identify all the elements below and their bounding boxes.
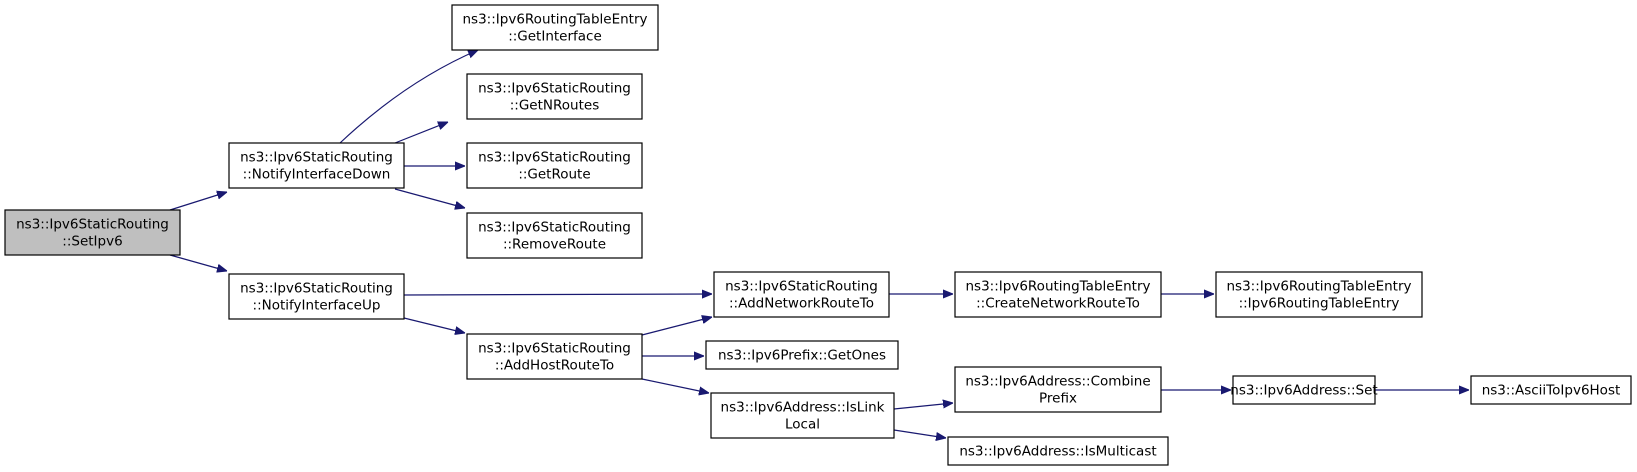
edge-setipv6-to-up: [169, 254, 227, 271]
node-remove-route-label-line-1: ns3::Ipv6StaticRouting: [478, 220, 631, 236]
node-notify-interface-down-label-line-1: ns3::Ipv6StaticRouting: [240, 150, 393, 166]
edge-up-to-host: [403, 317, 465, 333]
node-add-host-route-to-label-line-1: ns3::Ipv6StaticRouting: [478, 341, 631, 357]
node-notify-interface-down[interactable]: ns3::Ipv6StaticRouting::NotifyInterfaceD…: [228, 142, 405, 189]
edge-host-to-islink: [641, 378, 709, 393]
node-combine-prefix-label-line-1: ns3::Ipv6Address::Combine: [965, 374, 1150, 390]
node-is-multicast-label-line-1: ns3::Ipv6Address::IsMulticast: [959, 444, 1156, 460]
node-set-ipv6-label-line-1: ns3::Ipv6StaticRouting: [16, 217, 169, 233]
node-get-ones-label-line-1: ns3::Ipv6Prefix::GetOnes: [718, 348, 886, 364]
node-set-ipv6-box: [4, 209, 181, 256]
node-create-network-route-to[interactable]: ns3::Ipv6RoutingTableEntry::CreateNetwor…: [954, 271, 1162, 318]
node-set-ipv6-label-line-2: ::SetIpv6: [62, 234, 122, 250]
node-get-n-routes[interactable]: ns3::Ipv6StaticRouting::GetNRoutes: [466, 73, 643, 120]
node-create-network-route-to-box: [954, 271, 1162, 318]
edge-islink-to-comb: [893, 403, 953, 410]
node-routing-table-entry-ctor-box: [1215, 271, 1423, 318]
node-ascii-to-ipv6-host-label-line-1: ns3::AsciiToIpv6Host: [1482, 383, 1621, 399]
edge-setipv6-to-down: [169, 192, 227, 211]
node-remove-route-label-line-2: ::RemoveRoute: [503, 237, 606, 253]
node-notify-interface-up-box: [228, 273, 405, 320]
edge-down-to-getn: [394, 121, 448, 144]
node-combine-prefix-box: [954, 366, 1162, 413]
edge-host-to-net: [641, 317, 712, 336]
node-add-network-route-to-box: [713, 271, 890, 318]
node-notify-interface-down-box: [228, 142, 405, 189]
edge-up-to-net: [403, 294, 712, 295]
node-routing-table-entry-ctor-label-line-1: ns3::Ipv6RoutingTableEntry: [1227, 279, 1412, 295]
node-remove-route[interactable]: ns3::Ipv6StaticRouting::RemoveRoute: [466, 212, 643, 259]
node-get-interface[interactable]: ns3::Ipv6RoutingTableEntry::GetInterface: [451, 4, 659, 51]
node-is-link-local-label-line-1: ns3::Ipv6Address::IsLink: [721, 400, 885, 416]
node-get-route-label-line-2: ::GetRoute: [518, 167, 590, 183]
node-address-set[interactable]: ns3::Ipv6Address::Set: [1230, 375, 1378, 405]
node-is-link-local-label-line-2: Local: [785, 417, 820, 433]
node-notify-interface-up-label-line-1: ns3::Ipv6StaticRouting: [240, 281, 393, 297]
edge-down-to-getif: [339, 49, 478, 144]
node-routing-table-entry-ctor[interactable]: ns3::Ipv6RoutingTableEntry::Ipv6RoutingT…: [1215, 271, 1423, 318]
nodes-layer: ns3::Ipv6StaticRouting::SetIpv6ns3::Ipv6…: [4, 4, 1632, 466]
node-ascii-to-ipv6-host[interactable]: ns3::AsciiToIpv6Host: [1470, 375, 1632, 405]
node-notify-interface-down-label-line-2: ::NotifyInterfaceDown: [243, 167, 391, 183]
node-add-host-route-to-label-line-2: ::AddHostRouteTo: [495, 358, 614, 374]
node-get-ones-box: [705, 340, 899, 370]
node-is-multicast[interactable]: ns3::Ipv6Address::IsMulticast: [947, 436, 1169, 466]
node-combine-prefix-label-line-2: Prefix: [1039, 391, 1077, 407]
node-get-interface-label-line-2: ::GetInterface: [508, 29, 602, 45]
node-ascii-to-ipv6-host-box: [1470, 375, 1632, 405]
node-set-ipv6[interactable]: ns3::Ipv6StaticRouting::SetIpv6: [4, 209, 181, 256]
node-add-host-route-to[interactable]: ns3::Ipv6StaticRouting::AddHostRouteTo: [466, 333, 643, 380]
node-get-route-label-line-1: ns3::Ipv6StaticRouting: [478, 150, 631, 166]
node-routing-table-entry-ctor-label-line-2: ::Ipv6RoutingTableEntry: [1239, 296, 1400, 312]
node-get-n-routes-label-line-1: ns3::Ipv6StaticRouting: [478, 81, 631, 97]
node-notify-interface-up[interactable]: ns3::Ipv6StaticRouting::NotifyInterfaceU…: [228, 273, 405, 320]
node-get-interface-box: [451, 4, 659, 51]
node-is-link-local-box: [710, 392, 895, 439]
node-get-n-routes-box: [466, 73, 643, 120]
node-address-set-label-line-1: ns3::Ipv6Address::Set: [1230, 383, 1377, 399]
node-add-host-route-to-box: [466, 333, 643, 380]
edge-islink-to-multi: [893, 429, 946, 438]
node-notify-interface-up-label-line-2: ::NotifyInterfaceUp: [253, 298, 381, 314]
node-remove-route-box: [466, 212, 643, 259]
node-create-network-route-to-label-line-2: ::CreateNetworkRouteTo: [976, 296, 1140, 312]
edges-layer: [169, 49, 1469, 438]
node-is-multicast-box: [947, 436, 1169, 466]
node-get-route[interactable]: ns3::Ipv6StaticRouting::GetRoute: [466, 142, 643, 189]
node-address-set-box: [1232, 375, 1376, 405]
node-add-network-route-to-label-line-1: ns3::Ipv6StaticRouting: [725, 279, 878, 295]
node-create-network-route-to-label-line-1: ns3::Ipv6RoutingTableEntry: [966, 279, 1151, 295]
node-add-network-route-to-label-line-2: ::AddNetworkRouteTo: [729, 296, 874, 312]
node-get-ones[interactable]: ns3::Ipv6Prefix::GetOnes: [705, 340, 899, 370]
node-get-interface-label-line-1: ns3::Ipv6RoutingTableEntry: [463, 12, 648, 28]
node-get-route-box: [466, 142, 643, 189]
edge-down-to-remr: [394, 188, 465, 208]
node-get-n-routes-label-line-2: ::GetNRoutes: [510, 98, 599, 114]
node-add-network-route-to[interactable]: ns3::Ipv6StaticRouting::AddNetworkRouteT…: [713, 271, 890, 318]
